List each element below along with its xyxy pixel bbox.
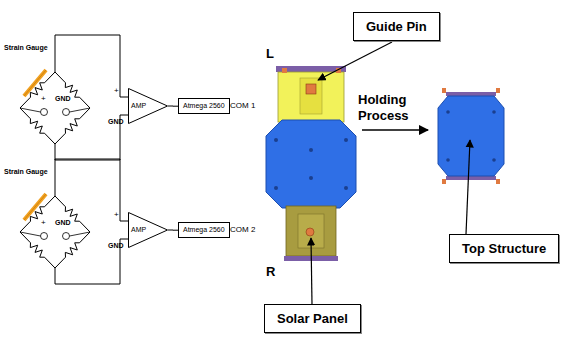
text-label: COM 1 xyxy=(230,101,255,111)
box-label: Atmega 2560 xyxy=(183,102,225,110)
process-arrow xyxy=(362,129,428,131)
box-label: Top Structure xyxy=(462,241,546,256)
box-label: Guide Pin xyxy=(366,19,427,34)
box-label: Solar Panel xyxy=(277,311,348,326)
callout-box: Guide Pin xyxy=(353,12,440,41)
text-label: Strain Gauge xyxy=(4,168,48,176)
signal-wire xyxy=(168,106,178,107)
leader-arrow xyxy=(311,238,312,304)
leader-arrow xyxy=(318,42,392,80)
text-label: Holding Process xyxy=(358,92,436,123)
leader-arrow xyxy=(466,140,470,234)
amp-label: AMP xyxy=(131,225,146,235)
amplifier: AMP xyxy=(128,212,168,248)
callout-box: Top Structure xyxy=(449,234,559,263)
text-label: L xyxy=(266,46,274,62)
text-label: COM 2 xyxy=(230,225,255,235)
microcontroller-box: Atmega 2560 xyxy=(178,98,230,114)
text-label: + xyxy=(114,86,119,96)
text-label: R xyxy=(266,264,275,280)
text-label: + xyxy=(114,210,119,220)
text-label: GND xyxy=(55,95,71,103)
text-label: + xyxy=(41,218,46,228)
text-label: GND xyxy=(55,219,71,227)
text-label: Strain Gauge xyxy=(4,44,48,52)
satellite-structure xyxy=(266,66,356,261)
amp-label: AMP xyxy=(131,101,146,111)
amplifier: AMP xyxy=(128,88,168,124)
signal-wire xyxy=(168,230,178,231)
microcontroller-box: Atmega 2560 xyxy=(178,222,230,238)
top-structure-drawing xyxy=(438,88,504,184)
text-label: + xyxy=(41,94,46,104)
text-label: GND xyxy=(108,118,124,126)
text-label: GND xyxy=(108,242,124,250)
box-label: Atmega 2560 xyxy=(183,226,225,234)
callout-box: Solar Panel xyxy=(264,304,361,333)
